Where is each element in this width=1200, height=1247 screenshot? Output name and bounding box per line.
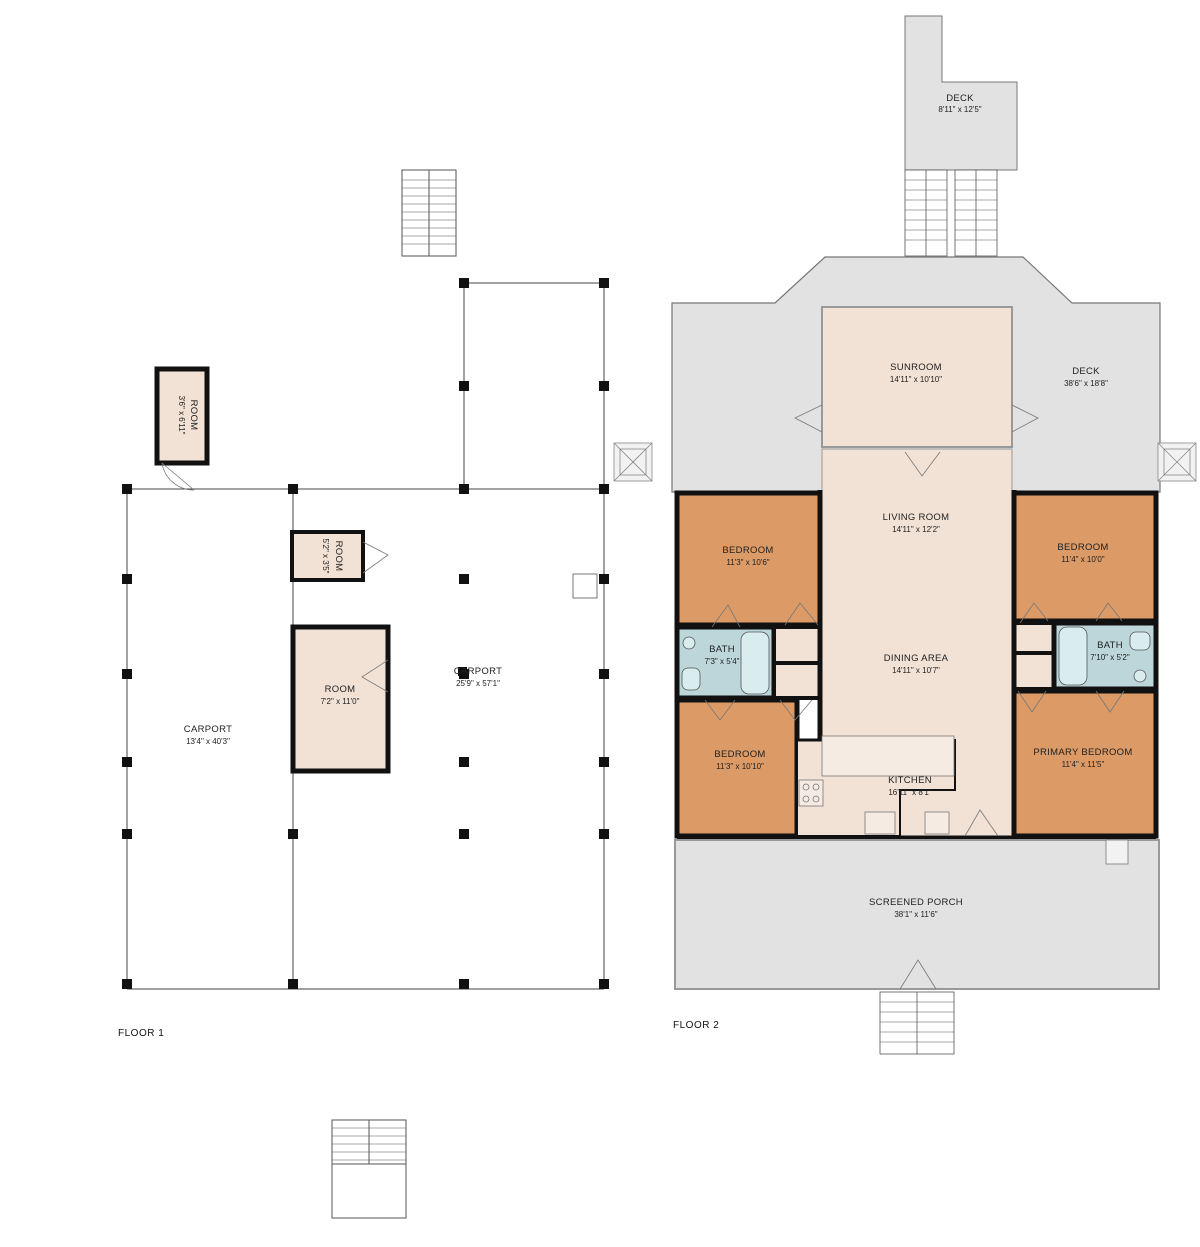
floor2-bath-east-name: BATH	[1097, 640, 1123, 651]
floor2-living-room-name: LIVING ROOM	[883, 512, 950, 523]
floor2-bath-west-fixtures	[681, 631, 770, 695]
floor2-closet-east-b	[1012, 651, 1056, 691]
floor1-carport-main-dim: 25'9" x 57'1"	[456, 679, 500, 688]
floor2-screened-porch-name: SCREENED PORCH	[869, 897, 963, 908]
floor2-stair-bottom	[879, 991, 955, 1055]
floor2-door-swings	[704, 602, 1125, 721]
floor1-east-box	[613, 442, 653, 482]
floor2-primary-bedroom	[1011, 688, 1159, 839]
floor2-closet-east-a	[1012, 621, 1056, 655]
floor1-carport-main-name: CARPORT	[454, 666, 502, 677]
floor2-label: FLOOR 2	[673, 1020, 719, 1031]
floor2-bath-west-dim: 7'3" x 5'4"	[705, 657, 740, 666]
floor2-sunroom	[821, 306, 1013, 448]
floor1-room-tiny-name: ROOM	[333, 541, 344, 572]
floor2-bedroom-ne-dim: 11'4" x 10'0"	[1061, 555, 1104, 564]
floor2-bedroom-sw-name: BEDROOM	[714, 749, 765, 760]
floor2-kitchen-counters	[798, 735, 955, 835]
floor2-bedroom-ne-name: BEDROOM	[1057, 542, 1108, 553]
floor2-closet-west-a	[772, 625, 822, 665]
floor2-sunroom-dim: 14'11" x 10'10"	[890, 375, 942, 384]
floor2-living-room-dim: 14'11" x 12'2"	[892, 525, 940, 534]
floor1-utility-box	[572, 573, 598, 599]
floor-1: ROOM 3'6" x 6'11" ROOM 5'2" x 3'5" ROOM …	[118, 169, 653, 1219]
floor1-stair-bottom	[331, 1119, 407, 1219]
floor1-room-small-name: ROOM	[188, 400, 199, 431]
floor2-bedroom-sw	[674, 697, 800, 839]
floor1-room-center	[290, 624, 391, 774]
floor1-label: FLOOR 1	[118, 1028, 164, 1039]
floor2-bedroom-sw-dim: 11'3" x 10'10"	[716, 762, 764, 771]
floor2-bath-east-dim: 7'10" x 5'2"	[1090, 653, 1130, 662]
floor2-kitchen-dim: 16'11" x 8'1"	[888, 788, 931, 797]
floor1-room-tiny-dim: 5'2" x 3'5"	[321, 539, 330, 574]
floor2-dining-area-dim: 14'11" x 10'7"	[892, 666, 940, 675]
floor2-closet-west-b	[772, 661, 822, 700]
floor1-carport-left-dim: 13'4" x 40'3"	[186, 737, 230, 746]
floor1-stair-top	[401, 169, 457, 257]
floor2-bath-west-name: BATH	[709, 644, 735, 655]
floor2-primary-bedroom-name: PRIMARY BEDROOM	[1033, 747, 1132, 758]
floor2-dining-area-name: DINING AREA	[884, 653, 949, 664]
floor2-bath-east-fixtures	[1058, 626, 1151, 686]
floor2-sunroom-name: SUNROOM	[890, 362, 942, 373]
floor2-deck-main-dim: 38'6" x 18'8"	[1064, 379, 1108, 388]
floor2-bedroom-nw-name: BEDROOM	[722, 545, 773, 556]
floor1-room-center-dim: 7'2" x 11'0"	[321, 697, 360, 706]
floor2-east-box	[1157, 442, 1197, 482]
floor2-deck-main-name: DECK	[1072, 366, 1100, 377]
floor2-deck-top-dim: 8'11" x 12'5"	[938, 105, 981, 114]
floor-2: DECK 8'11" x 12'5" SUNROOM 14'11" x 10'1…	[671, 15, 1197, 1055]
floor1-room-small	[154, 366, 210, 491]
floor2-primary-bedroom-dim: 11'4" x 11'5"	[1062, 760, 1105, 769]
floor2-deck-top	[904, 15, 1018, 257]
floor1-room-center-name: ROOM	[325, 684, 356, 695]
floor1-room-small-dim: 3'6" x 6'11"	[177, 396, 186, 435]
floor1-carport-post	[458, 667, 467, 676]
floor1-room-tiny	[290, 530, 389, 582]
floor2-kitchen-name: KITCHEN	[888, 775, 932, 786]
floor2-deck-top-name: DECK	[946, 93, 974, 104]
floor1-carport-left-name: CARPORT	[184, 724, 232, 735]
floor2-screened-porch	[674, 839, 1160, 990]
floor1-columns	[122, 278, 609, 989]
floor2-bedroom-nw-dim: 11'3" x 10'6"	[726, 558, 769, 567]
floor2-screened-porch-dim: 38'1" x 11'6"	[894, 910, 937, 919]
